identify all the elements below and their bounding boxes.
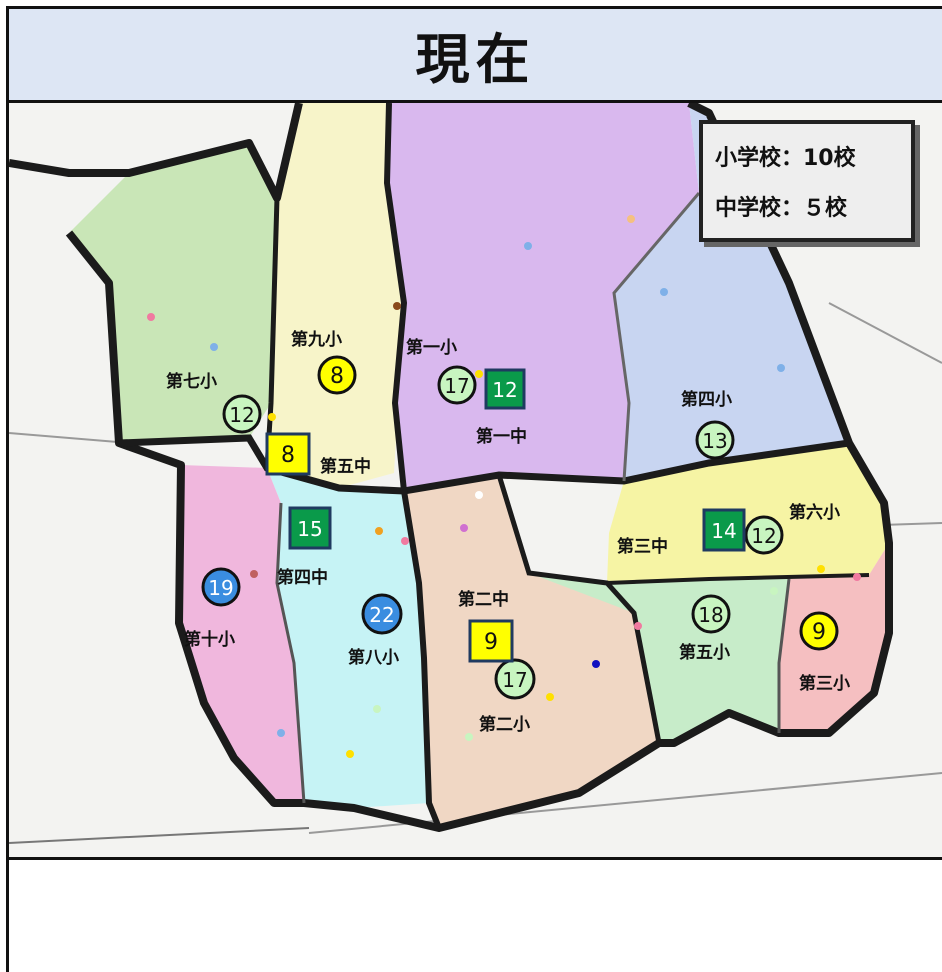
svg-text:17: 17 [444, 374, 469, 398]
label-dai6: 第六小 [789, 502, 840, 523]
jh-boundary-2-3 [496, 474, 662, 744]
es-boundary-8-10 [275, 502, 306, 804]
elementary-markers: 8 17 12 13 12 19 22 18 9 17 [201, 355, 839, 700]
facility-dots [147, 215, 861, 758]
svg-text:12: 12 [229, 403, 254, 427]
jh-marker-1[interactable]: 12 [484, 368, 526, 410]
svg-text:9: 9 [484, 630, 498, 655]
junior-high-markers: 12 8 15 14 9 [265, 368, 746, 663]
es-marker-4[interactable]: 13 [695, 420, 735, 460]
label-dai9: 第九小 [291, 329, 342, 350]
footer-panel [9, 857, 942, 972]
district-7[interactable] [69, 143, 277, 443]
svg-text:13: 13 [702, 429, 727, 453]
svg-text:17: 17 [502, 668, 527, 692]
es-marker-5[interactable]: 18 [691, 594, 731, 634]
legend-junior-high: 中学校：５校 [715, 196, 848, 221]
city-boundary [9, 103, 893, 832]
es-marker-3[interactable]: 9 [799, 611, 839, 651]
es-boundary-5-6 [606, 573, 870, 585]
railway-line [9, 302, 942, 834]
legend-elementary: 小学校：10校 [715, 146, 856, 171]
jh-marker-5[interactable]: 8 [265, 432, 311, 476]
label-dai1: 第一小 [406, 337, 457, 358]
label-dai3-jh: 第三中 [617, 536, 668, 557]
header-bar: 現在 [9, 9, 942, 103]
label-dai10: 第十小 [184, 629, 235, 650]
district-map[interactable]: 第九小 第一小 第七小 第五中 第一中 第四小 第四中 第十小 第八小 第二中 … [9, 103, 942, 857]
label-dai5-jh: 第五中 [320, 456, 371, 477]
jh-boundary-ns [383, 103, 442, 830]
district-labels: 第九小 第一小 第七小 第五中 第一中 第四小 第四中 第十小 第八小 第二中 … [166, 329, 850, 735]
svg-text:8: 8 [281, 443, 295, 468]
school-count-legend: 小学校：10校 中学校：５校 [699, 120, 915, 242]
es-marker-8[interactable]: 22 [361, 593, 403, 635]
label-dai5: 第五小 [679, 642, 730, 663]
svg-text:14: 14 [711, 519, 736, 543]
label-dai7: 第七小 [166, 371, 217, 392]
label-dai4: 第四小 [681, 389, 732, 410]
es-marker-10[interactable]: 19 [201, 567, 241, 607]
svg-text:19: 19 [208, 576, 233, 600]
svg-text:12: 12 [492, 378, 517, 402]
district-10[interactable] [179, 465, 304, 803]
es-boundary-3-5 [777, 578, 791, 733]
page-title: 現在 [415, 28, 536, 91]
es-marker-2[interactable]: 17 [494, 658, 536, 700]
jh-marker-3[interactable]: 14 [702, 508, 746, 552]
es-marker-7[interactable]: 12 [222, 394, 262, 434]
page-frame: 現在 [6, 6, 942, 972]
es-marker-9[interactable]: 8 [317, 355, 357, 395]
svg-text:8: 8 [330, 364, 344, 389]
district-9[interactable] [267, 103, 404, 488]
es-marker-6[interactable]: 12 [744, 515, 784, 555]
svg-text:18: 18 [698, 603, 723, 627]
label-dai4-jh: 第四中 [277, 567, 328, 588]
label-dai2: 第二小 [479, 714, 530, 735]
district-8[interactable] [267, 468, 429, 808]
jh-marker-2[interactable]: 9 [468, 619, 514, 663]
svg-text:15: 15 [297, 517, 322, 541]
es-boundary-1-4 [612, 192, 701, 482]
railway-line-south [9, 827, 310, 844]
svg-text:12: 12 [751, 524, 776, 548]
es-marker-1[interactable]: 17 [437, 365, 477, 405]
label-dai2-jh: 第二中 [458, 589, 509, 610]
jh-marker-4[interactable]: 15 [288, 506, 332, 550]
label-dai8: 第八小 [348, 647, 399, 668]
label-dai3: 第三小 [799, 673, 850, 694]
svg-text:9: 9 [812, 620, 826, 645]
district-6[interactable] [607, 443, 889, 583]
district-4[interactable] [614, 103, 849, 481]
label-dai1-jh: 第一中 [476, 426, 527, 447]
svg-text:22: 22 [369, 603, 394, 627]
